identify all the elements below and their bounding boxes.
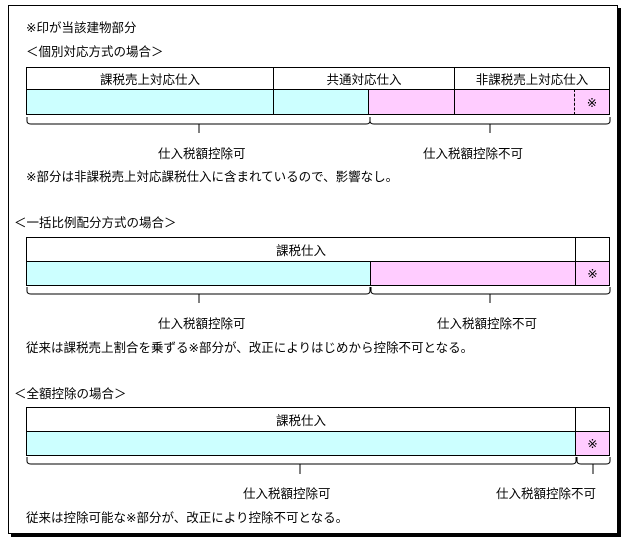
bar-deductible-portion bbox=[26, 261, 371, 286]
section3-note: 従来は控除可能な※部分が、改正により控除不可となる。 bbox=[26, 510, 349, 525]
section2-title: ＜一括比例配分方式の場合＞ bbox=[14, 215, 177, 230]
bar-deductible-taxable bbox=[26, 89, 274, 115]
header-taxable-purchases: 課税仕入 bbox=[26, 237, 576, 262]
bracket-deductible bbox=[26, 457, 577, 465]
section2-label-nondeductible: 仕入税額控除不可 bbox=[437, 316, 538, 331]
header-taxable-purchases: 課税仕入 bbox=[26, 407, 576, 432]
building-portion-mark: ※ bbox=[574, 89, 610, 115]
section1-label-nondeductible: 仕入税額控除不可 bbox=[423, 146, 524, 161]
bracket-deductible bbox=[26, 117, 371, 125]
building-portion-mark: ※ bbox=[575, 261, 610, 286]
bar-nondeductible-portion bbox=[370, 261, 576, 286]
section2-note: 従来は課税売上割合を乗ずる※部分が、改正によりはじめから控除不可となる。 bbox=[26, 340, 474, 355]
bar-nondeductible-nontaxable bbox=[454, 89, 575, 115]
bar-nondeductible-common bbox=[368, 89, 455, 115]
bracket-deductible bbox=[26, 287, 371, 295]
section1-title: ＜個別対応方式の場合＞ bbox=[26, 44, 164, 59]
legend-note: ※印が当該建物部分 bbox=[26, 20, 137, 35]
bar-deductible-portion bbox=[26, 431, 576, 456]
header-nontaxable-sales-purchases: 非課税売上対応仕入 bbox=[454, 67, 610, 90]
bracket-nondeductible bbox=[576, 457, 611, 465]
section1-note: ※部分は非課税売上対応課税仕入に含まれているので、影響なし。 bbox=[26, 169, 399, 184]
bar-deductible-common bbox=[273, 89, 369, 115]
bracket-nondeductible bbox=[369, 117, 611, 125]
section3-label-deductible: 仕入税額控除可 bbox=[243, 486, 331, 501]
section3-label-nondeductible: 仕入税額控除不可 bbox=[496, 486, 597, 501]
section2-label-deductible: 仕入税額控除可 bbox=[158, 316, 246, 331]
bracket-nondeductible bbox=[370, 287, 611, 295]
section3-title: ＜全額控除の場合＞ bbox=[14, 386, 127, 401]
section1-label-deductible: 仕入税額控除可 bbox=[158, 146, 246, 161]
building-portion-mark: ※ bbox=[575, 431, 610, 456]
